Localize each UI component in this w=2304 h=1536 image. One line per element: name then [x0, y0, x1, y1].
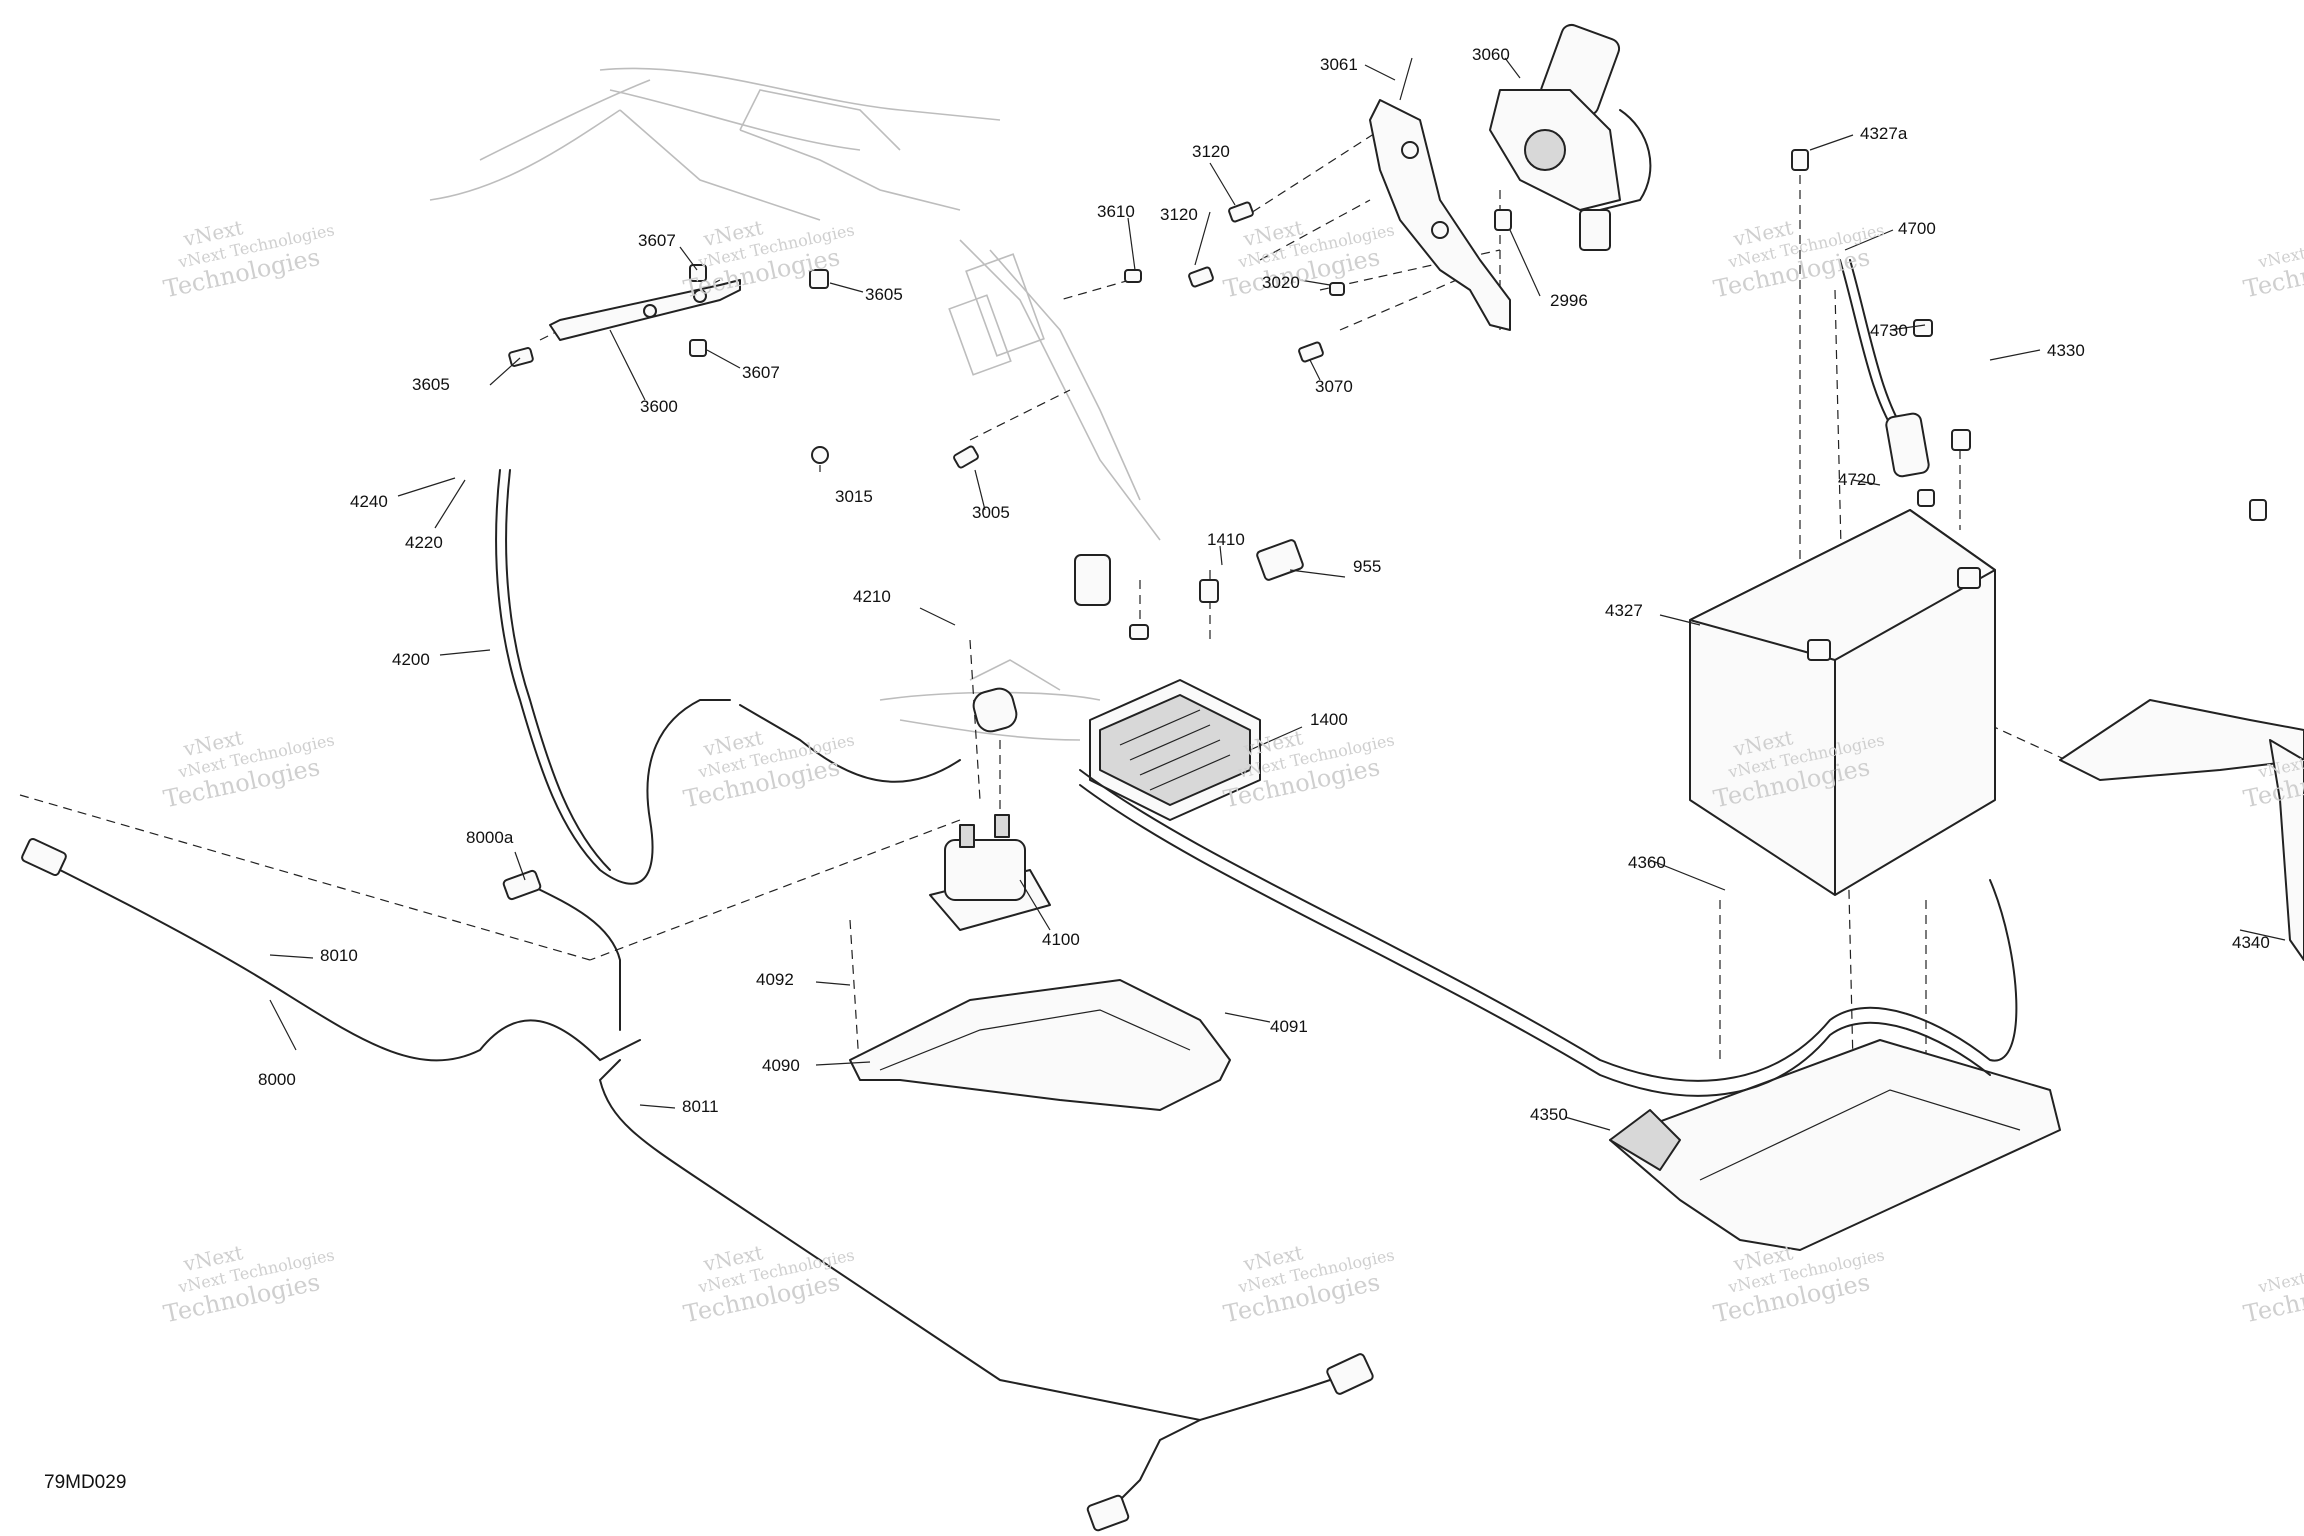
part-3600-strap	[549, 279, 741, 341]
label-3020[interactable]: 3020	[1262, 273, 1300, 292]
label-4330[interactable]: 4330	[2047, 341, 2085, 360]
label-3605[interactable]: 3605	[865, 285, 903, 304]
label-4091[interactable]: 4091	[1270, 1017, 1308, 1036]
label-4200[interactable]: 4200	[392, 650, 430, 669]
label-4327[interactable]: 4327	[1605, 601, 1643, 620]
part-4090-bracket	[849, 979, 1231, 1111]
label-955[interactable]: 955	[1353, 557, 1381, 576]
label-4327a[interactable]: 4327a	[1860, 124, 1908, 143]
connectors	[21, 412, 1930, 1532]
part-labels: 3061 3060 3120 3120 3610 3020 2996 3070 …	[258, 45, 2270, 1124]
label-4350[interactable]: 4350	[1530, 1105, 1568, 1124]
part-4327-battery	[1689, 509, 1996, 896]
label-4210[interactable]: 4210	[853, 587, 891, 606]
label-8010[interactable]: 8010	[320, 946, 358, 965]
label-4100[interactable]: 4100	[1042, 930, 1080, 949]
label-4240[interactable]: 4240	[350, 492, 388, 511]
label-3607[interactable]: 3607	[742, 363, 780, 382]
part-3060-motor	[1489, 23, 1652, 251]
label-8000a[interactable]: 8000a	[466, 828, 514, 847]
label-3005[interactable]: 3005	[972, 503, 1010, 522]
label-3600[interactable]: 3600	[640, 397, 678, 416]
label-3610[interactable]: 3610	[1097, 202, 1135, 221]
label-4090[interactable]: 4090	[762, 1056, 800, 1075]
ghost-frame	[429, 67, 1161, 741]
part-1400-regulator	[1089, 679, 1261, 821]
label-4720[interactable]: 4720	[1838, 470, 1876, 489]
label-4340[interactable]: 4340	[2232, 933, 2270, 952]
label-3061[interactable]: 3061	[1320, 55, 1358, 74]
label-4700[interactable]: 4700	[1898, 219, 1936, 238]
label-1400[interactable]: 1400	[1310, 710, 1348, 729]
label-1410[interactable]: 1410	[1207, 530, 1245, 549]
cables	[39, 259, 2018, 1511]
label-8000[interactable]: 8000	[258, 1070, 296, 1089]
leader-lines	[269, 57, 2286, 1131]
diagram-reference-code: 79MD029	[44, 1472, 126, 1493]
label-3070[interactable]: 3070	[1315, 377, 1353, 396]
label-2996[interactable]: 2996	[1550, 291, 1588, 310]
label-3120[interactable]: 3120	[1192, 142, 1230, 161]
label-3605[interactable]: 3605	[412, 375, 450, 394]
label-4730[interactable]: 4730	[1870, 321, 1908, 340]
part-4100-solenoid	[929, 687, 1051, 931]
label-3060[interactable]: 3060	[1472, 45, 1510, 64]
part-4340-bracket	[2059, 699, 2304, 961]
label-3015[interactable]: 3015	[835, 487, 873, 506]
label-4360[interactable]: 4360	[1628, 853, 1666, 872]
bolts	[508, 149, 2267, 640]
label-3607[interactable]: 3607	[638, 231, 676, 250]
part-4350-tray	[1609, 1039, 2061, 1251]
part-3061-bracket	[1369, 99, 1511, 331]
label-8011[interactable]: 8011	[682, 1097, 719, 1116]
label-4220[interactable]: 4220	[405, 533, 443, 552]
label-3120[interactable]: 3120	[1160, 205, 1198, 224]
label-4092[interactable]: 4092	[756, 970, 794, 989]
